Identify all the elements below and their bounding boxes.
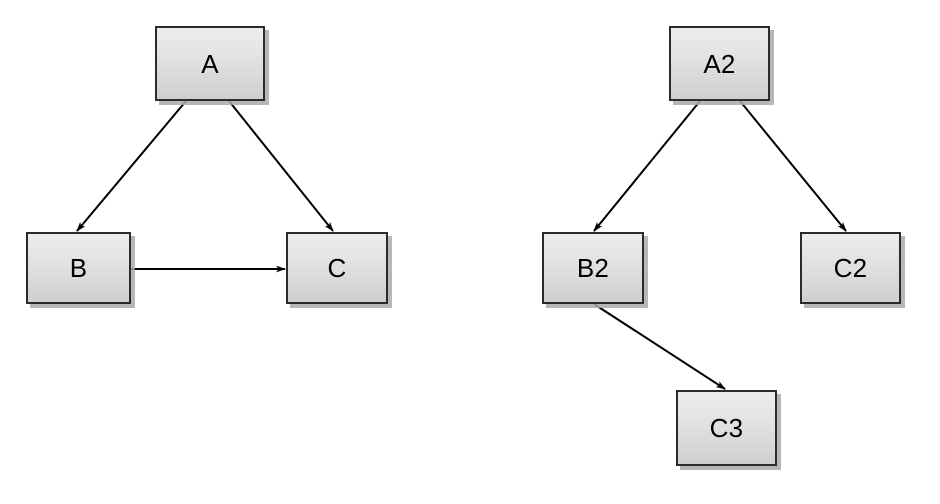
edge-a2-to-c2: [739, 100, 847, 232]
edge-a-to-c: [228, 100, 334, 232]
node-a2[interactable]: A2: [669, 26, 770, 101]
node-b2-label: B2: [576, 253, 610, 283]
node-c3[interactable]: C3: [676, 390, 777, 466]
edge-b2-to-c3: [593, 303, 726, 390]
node-c[interactable]: C: [286, 232, 388, 304]
edge-a-to-b: [76, 100, 187, 232]
node-a-label: A: [201, 48, 219, 79]
node-b[interactable]: B: [26, 232, 131, 304]
node-a2-label: A2: [703, 48, 736, 79]
node-b-label: B: [69, 253, 88, 283]
node-c-label: C: [327, 253, 347, 283]
node-b2[interactable]: B2: [542, 232, 644, 304]
node-a[interactable]: A: [155, 26, 265, 101]
node-c2-label: C2: [833, 253, 868, 283]
node-c2[interactable]: C2: [800, 232, 901, 304]
edge-a2-to-b2: [593, 100, 701, 232]
node-c3-label: C3: [709, 413, 744, 443]
